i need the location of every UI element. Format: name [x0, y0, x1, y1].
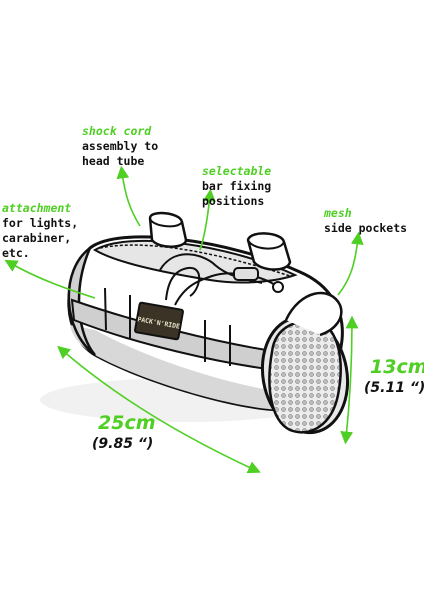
bar-fixing-line1: bar fixing: [202, 179, 272, 193]
length-imperial: (9.85 “): [92, 436, 154, 452]
bar-fixing-loop-right: [246, 232, 292, 271]
mesh-title: mesh: [324, 206, 352, 220]
mesh-side-pocket: [268, 319, 342, 434]
attachment-line2: carabiner,: [2, 231, 72, 245]
annotation-arrows: [4, 165, 364, 474]
diameter-metric: 13cm: [370, 356, 424, 378]
attachment-annotation: attachment for lights, carabiner, etc.: [2, 201, 78, 261]
shock-cord-title: shock cord: [82, 124, 152, 138]
brand-logo: PACK'N'RIDE: [134, 301, 184, 341]
shock-cord-annotation: shock cord assembly to head tube: [82, 124, 158, 169]
mesh-annotation: mesh side pockets: [324, 206, 407, 236]
attachment-line3: etc.: [2, 246, 30, 260]
attachment-title: attachment: [2, 201, 72, 215]
mesh-line1: side pockets: [324, 221, 408, 235]
shock-cord-line2: head tube: [82, 154, 145, 168]
bar-fixing-line2: positions: [202, 194, 265, 208]
length-metric: 25cm: [98, 412, 156, 434]
shock-cord-line1: assembly to: [82, 139, 159, 153]
bar-fixing-title: selectable: [202, 164, 272, 178]
bar-fixing-loop-left: [148, 211, 188, 248]
shock-cord: [159, 253, 284, 306]
attachment-line1: for lights,: [2, 216, 79, 230]
diameter-imperial: (5.11 “): [364, 380, 424, 396]
bar-fixing-annotation: selectable bar fixing positions: [202, 164, 271, 209]
